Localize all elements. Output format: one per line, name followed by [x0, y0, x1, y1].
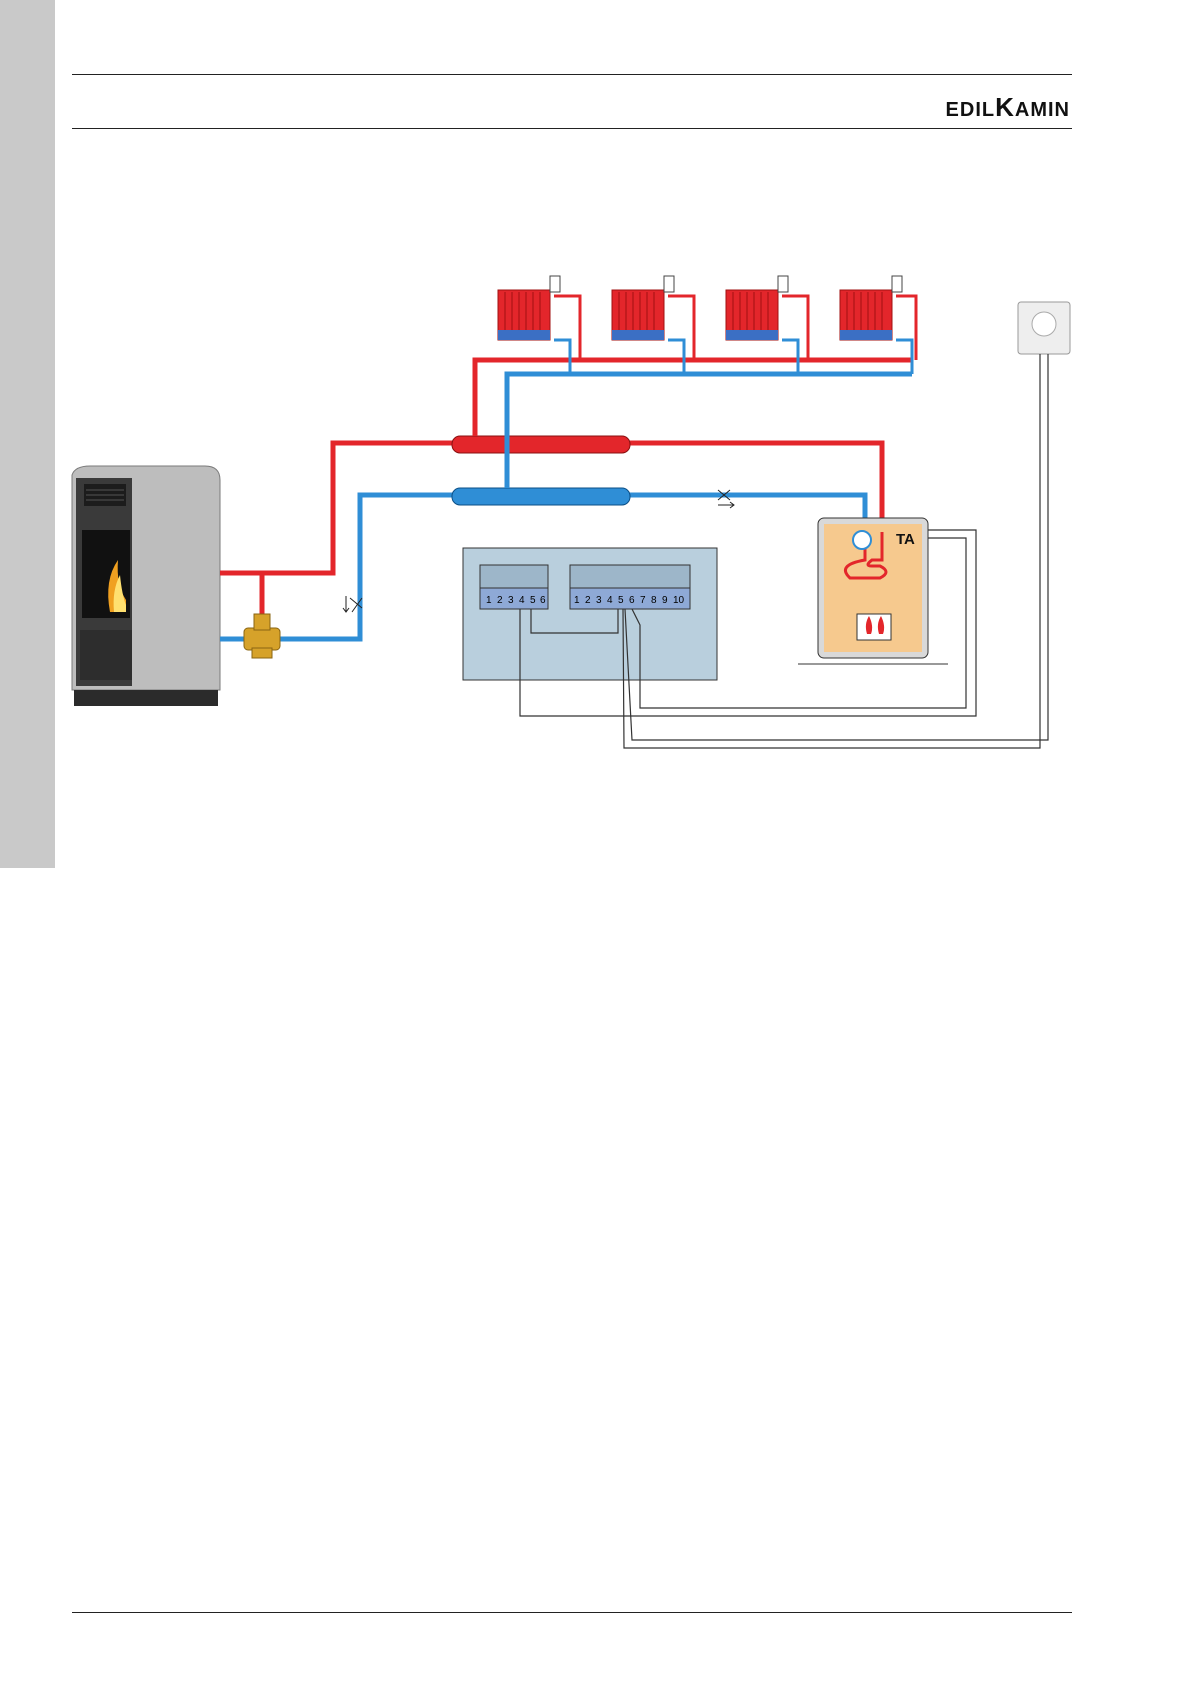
terminal-small-2: 2	[497, 595, 503, 606]
terminal-large-3: 3	[596, 595, 602, 606]
terminal-large-10: 10	[673, 595, 685, 606]
terminal-block-small: 1 2 3 4 5 6	[480, 565, 548, 609]
terminal-small-3: 3	[508, 595, 514, 606]
radiator-return-pipe	[507, 374, 912, 488]
radiator-supply-pipe	[475, 360, 912, 436]
terminal-large-4: 4	[607, 595, 613, 606]
cold-manifold	[452, 488, 630, 505]
terminal-small-1: 1	[486, 595, 492, 606]
terminal-block-large: 1 2 3 4 5 6 7 8 9 10	[570, 565, 690, 609]
terminal-large-9: 9	[662, 595, 668, 606]
terminal-small-4: 4	[519, 595, 525, 606]
terminal-small-5: 5	[530, 595, 536, 606]
terminal-large-2: 2	[585, 595, 591, 606]
terminal-large-6: 6	[629, 595, 635, 606]
boiler-label-ta: TA	[896, 531, 915, 548]
pellet-stove	[72, 466, 220, 706]
terminal-large-8: 8	[651, 595, 657, 606]
terminal-small-6: 6	[540, 595, 546, 606]
room-thermostat	[1018, 302, 1070, 354]
terminal-large-7: 7	[640, 595, 646, 606]
mixing-valve	[244, 614, 280, 658]
terminal-large-1: 1	[574, 595, 580, 606]
gas-boiler: TA	[798, 518, 948, 664]
hot-manifold	[452, 436, 630, 453]
terminal-large-5: 5	[618, 595, 624, 606]
